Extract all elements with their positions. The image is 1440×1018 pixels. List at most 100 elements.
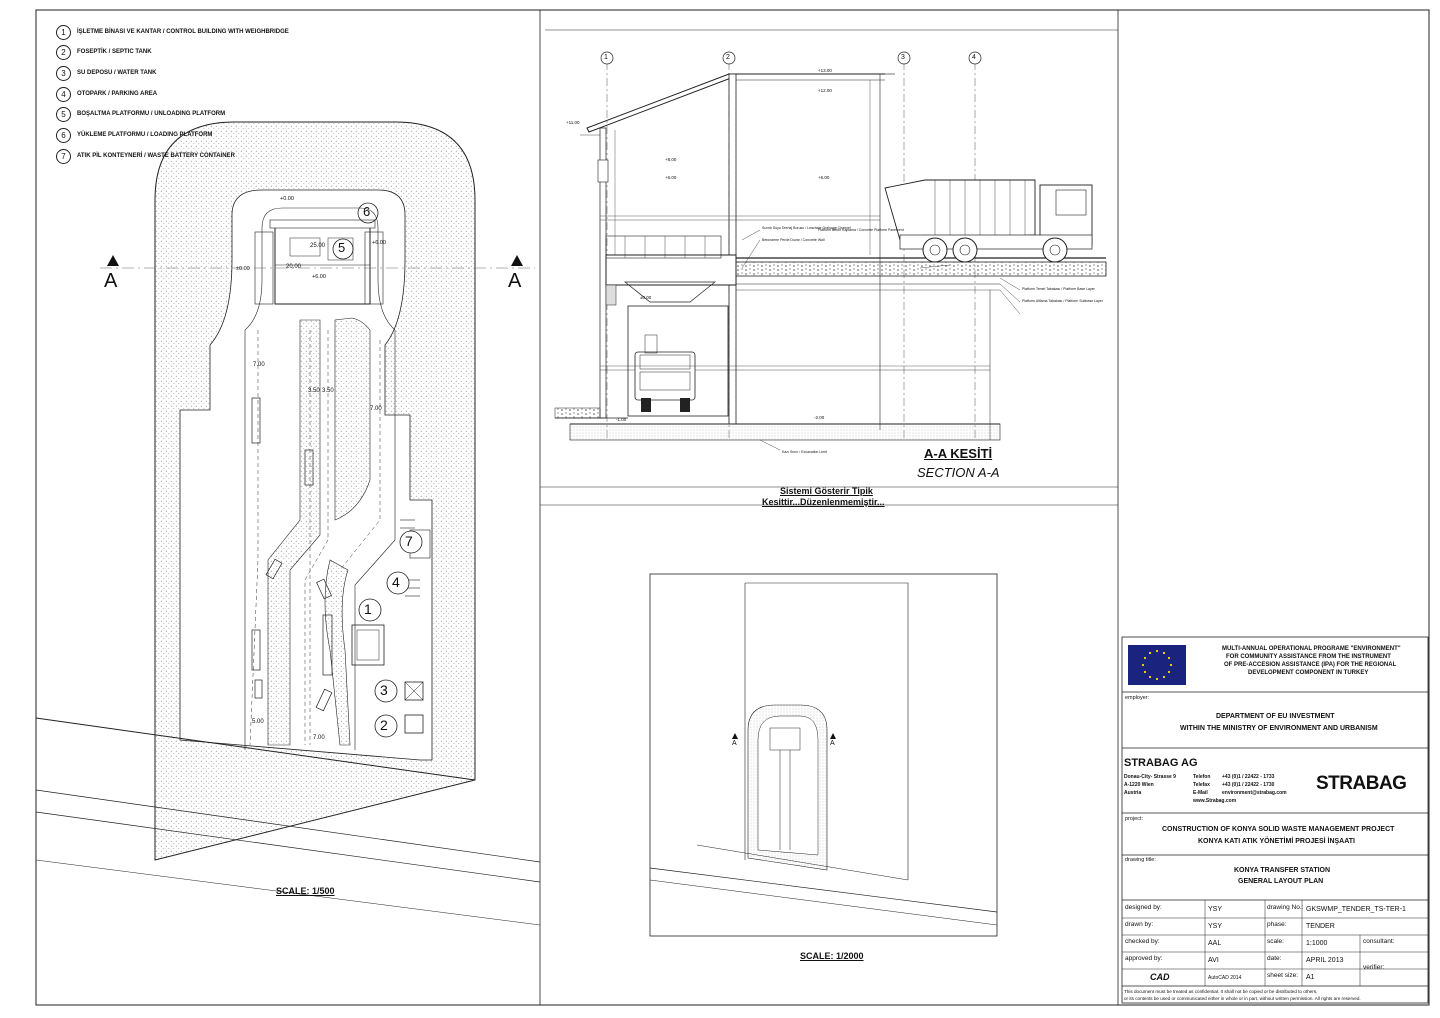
contact-label: E-Mail (1193, 790, 1208, 796)
tb-label: verifier: (1363, 964, 1385, 971)
strabag-logo: STRABAG (1316, 773, 1407, 794)
key-plan-scale: SCALE: 1/2000 (800, 951, 864, 961)
section-note: Platform Beton Kaplama / Concrete Platfo… (818, 228, 904, 232)
level-label: ±0.00 (640, 295, 652, 300)
tb-label: drawing No.: (1267, 904, 1304, 911)
contact-value: +43 (0)1 / 22422 - 1730 (1222, 782, 1275, 788)
legend-text: FOSEPTİK / SEPTIC TANK (77, 49, 152, 55)
callout-7: 7 (405, 533, 413, 549)
section-note-line1: Sistemi Gösterir Tipik (780, 486, 873, 496)
address-line: Austria (1124, 790, 1142, 796)
axis-label: 1 (604, 54, 608, 61)
legend-text: İŞLETME BİNASI VE KANTAR / CONTROL BUILD… (77, 29, 289, 35)
level-label: +13.00 (818, 68, 832, 73)
title-block-frame (1121, 636, 1429, 1004)
programme-line: OF PRE-ACCESION ASSISTANCE (IPA) FOR THE… (1224, 662, 1397, 668)
plan-dimension: 20.00 (286, 264, 302, 270)
tb-value: YSY (1208, 923, 1223, 930)
tb-label: approved by: (1125, 955, 1163, 962)
cad-logo: CAD (1150, 972, 1170, 982)
axis-label: 2 (726, 54, 730, 61)
dump-truck (884, 179, 1093, 263)
contact-value: environment@strabag.com (1222, 790, 1287, 796)
plan-dimension: 3.50 (308, 388, 320, 394)
contact-label: Telefon (1193, 774, 1211, 780)
callout-6: 6 (363, 204, 371, 219)
callout-1: 1 (364, 601, 372, 617)
key-section-mark: A (830, 740, 835, 747)
section-mark-right: A (508, 270, 522, 292)
tb-label: phase: (1267, 921, 1287, 928)
plan-level: +6.00 (372, 240, 386, 246)
callout-5: 5 (338, 240, 346, 255)
disclaimer-line: This document must be treated as confide… (1124, 989, 1318, 994)
plan-dimension: 7.00 (253, 362, 265, 368)
plan-dimension: 7.00 (313, 735, 325, 741)
level-label: +11.00 (566, 120, 580, 125)
contact-label: Telefax (1193, 782, 1210, 788)
programme-line: FOR COMMUNITY ASSISTANCE FROM THE INSTRU… (1226, 654, 1391, 660)
tb-label: designed by: (1125, 904, 1162, 911)
address-line: A-1220 Wien (1124, 782, 1154, 788)
tb-value: A1 (1306, 974, 1315, 981)
callout-4: 4 (392, 574, 400, 590)
legend-text: BOŞALTMA PLATFORMU / UNLOADING PLATFORM (77, 111, 226, 117)
tb-label: sheet size: (1267, 972, 1299, 979)
contact-value: www.Strabag.com (1193, 798, 1237, 804)
programme-line: DEVELOPMENT COMPONENT IN TURKEY (1248, 670, 1369, 676)
layout-plan (35, 121, 541, 926)
level-label: +6.00 (665, 175, 677, 180)
legend-text: SU DEPOSU / WATER TANK (77, 70, 157, 76)
level-label: -1.00 (616, 417, 627, 422)
section-note: Betonarme Perde Duvar / Concrete Wall (762, 238, 825, 242)
level-label: +6.00 (818, 175, 830, 180)
address-line: Donau-City- Strasse 9 (1124, 774, 1176, 780)
level-label: -2.00 (814, 415, 825, 420)
plan-dimension: 5.00 (252, 719, 264, 725)
plan-dimension: 3.50 (322, 388, 334, 394)
section-title-tr: A-A KESİTİ (924, 446, 993, 461)
section-mark-left: A (104, 270, 118, 292)
section-note: Platform Altlama Tabakası / Platform Sub… (1022, 299, 1103, 303)
tb-value: APRIL 2013 (1306, 957, 1344, 964)
drawing-title-line: GENERAL LAYOUT PLAN (1238, 878, 1324, 885)
plan-scale: SCALE: 1/500 (276, 886, 335, 896)
tb-label: date: (1267, 955, 1282, 962)
disclaimer-line: or its contents be used or communicated … (1124, 996, 1361, 1001)
tb-label: consultant: (1363, 938, 1395, 945)
employer-label: employer: (1125, 695, 1150, 701)
tb-value: AVI (1208, 957, 1219, 964)
tb-value: YSY (1208, 906, 1223, 913)
employer-line: DEPARTMENT OF EU INVESTMENT (1216, 713, 1335, 720)
legend-text: YÜKLEME PLATFORMU / LOADING PLATFORM (77, 132, 213, 138)
tb-label: drawn by: (1125, 921, 1154, 928)
plan-dimension: 7.00 (370, 406, 382, 412)
tb-value: AutoCAD 2014 (1208, 975, 1242, 981)
plan-level: ±0.00 (236, 266, 250, 272)
key-section-mark: A (732, 740, 737, 747)
plan-level: +0.00 (280, 196, 294, 202)
drawing-title-line: KONYA TRANSFER STATION (1234, 867, 1331, 874)
tb-value: AAL (1208, 940, 1222, 947)
tb-value: TENDER (1306, 923, 1335, 930)
axis-label: 3 (901, 54, 905, 61)
section-note: Platform Temel Tabakası / Platform Base … (1022, 287, 1095, 291)
contact-value: +43 (0)1 / 22422 - 1733 (1222, 774, 1275, 780)
section-a-a (554, 51, 1107, 451)
callout-2: 2 (380, 717, 388, 733)
level-label: +8.00 (665, 157, 677, 162)
legend-text: OTOPARK / PARKING AREA (77, 91, 158, 97)
project-line: KONYA KATI ATIK YÖNETİMİ PROJESİ İNŞAATI (1198, 838, 1355, 845)
tb-value: 1:1000 (1306, 940, 1328, 947)
plan-level: +6.00 (312, 274, 326, 280)
project-line: CONSTRUCTION OF KONYA SOLID WASTE MANAGE… (1162, 826, 1395, 833)
axis-label: 4 (972, 54, 976, 61)
tb-label: scale: (1267, 938, 1284, 945)
